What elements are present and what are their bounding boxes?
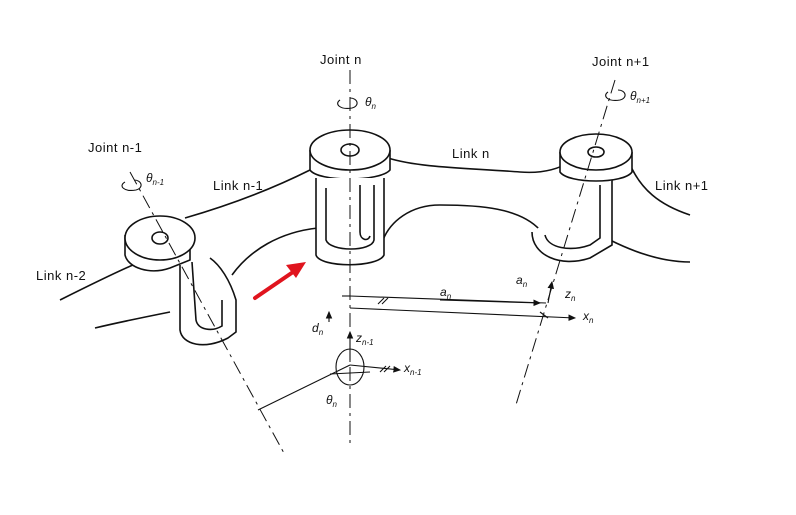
symbol-theta-n: θn <box>365 95 377 111</box>
label-link-n: Link n <box>452 146 490 161</box>
joint-n-minus-1-shape <box>124 215 237 346</box>
symbol-z-n-minus-1: zn-1 <box>355 331 374 347</box>
link-n-body <box>382 157 571 241</box>
link-n-minus-1-body <box>184 169 319 276</box>
symbol-d-n: dn <box>312 321 324 337</box>
label-joint-n: Joint n <box>320 52 362 67</box>
label-joint-n-plus-1: Joint n+1 <box>592 54 650 69</box>
label-link-n-minus-1: Link n-1 <box>213 178 263 193</box>
joint-n-shape <box>309 129 391 266</box>
label-joint-n-minus-1: Joint n-1 <box>88 140 142 155</box>
symbol-x-n-minus-1: xn-1 <box>403 361 422 377</box>
symbol-x-n: xn <box>582 309 594 325</box>
symbol-theta-n-bottom: θn <box>326 393 338 409</box>
label-link-n-plus-1: Link n+1 <box>655 178 709 193</box>
label-link-n-minus-2: Link n-2 <box>36 268 86 283</box>
symbol-theta-n-plus-1: θn+1 <box>630 89 650 105</box>
highlight-arrow <box>253 262 306 300</box>
joint-axes <box>129 70 616 456</box>
joint-n-plus-1-shape <box>531 133 633 263</box>
symbol-theta-n-minus-1: θn-1 <box>146 171 164 187</box>
symbol-a-n: an <box>440 285 452 301</box>
symbol-z-n: zn <box>564 287 576 303</box>
parameter-lines <box>257 280 577 411</box>
symbol-a-n-small: an <box>516 273 528 289</box>
rotation-markers <box>121 89 626 191</box>
